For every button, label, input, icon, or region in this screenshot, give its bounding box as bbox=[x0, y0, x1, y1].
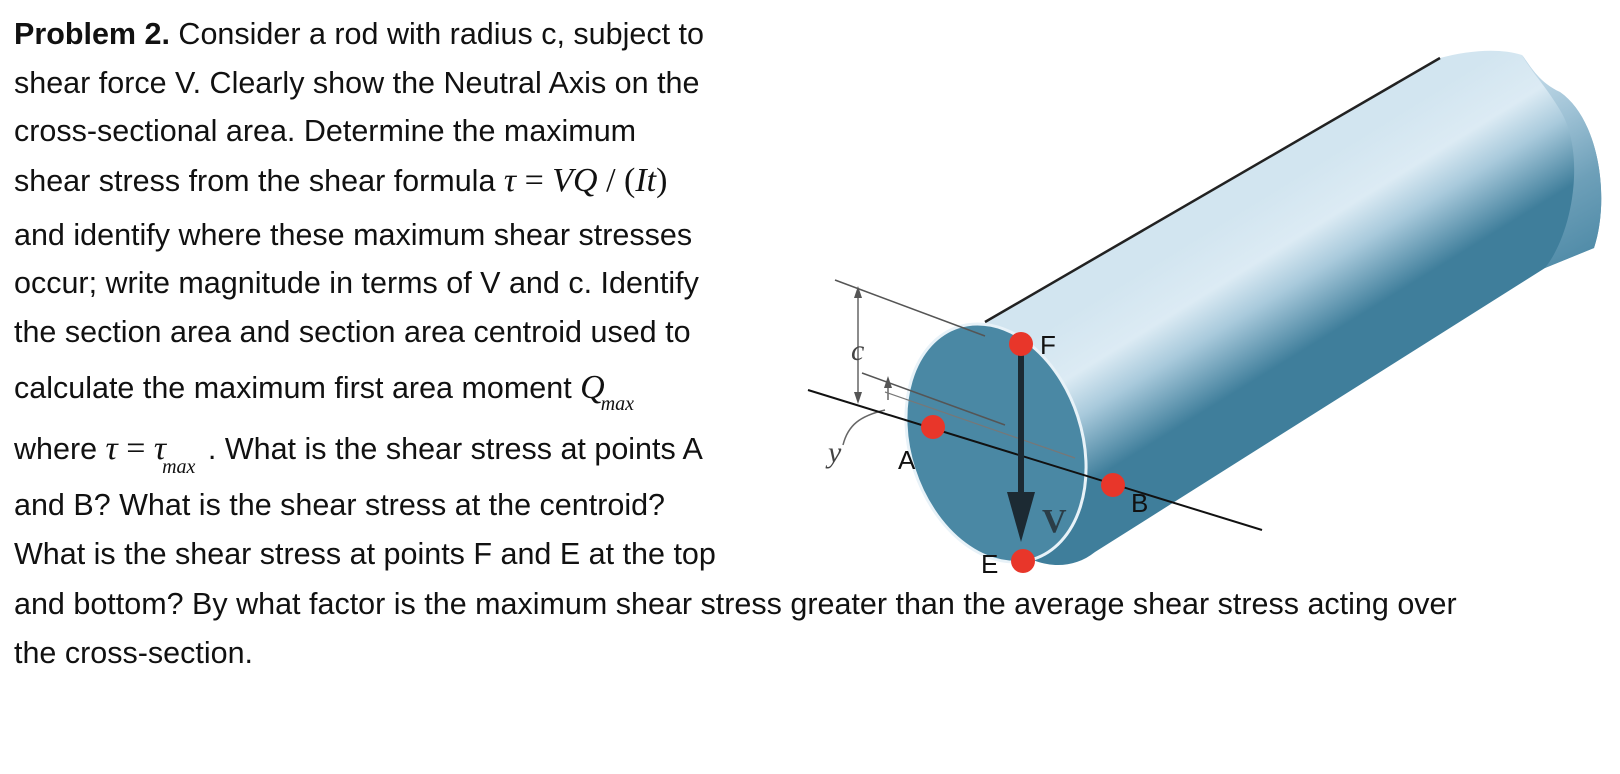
problem-line-1: Problem 2. Consider a rod with radius c,… bbox=[14, 19, 704, 50]
point-A bbox=[921, 415, 945, 439]
rod-top-edge bbox=[984, 56, 1441, 324]
formula-equals: = bbox=[516, 162, 553, 199]
qmax-sub: max bbox=[600, 393, 635, 415]
problem-line-9-rest: . What is the shear stress at points A bbox=[199, 432, 703, 466]
y-leader bbox=[842, 409, 886, 446]
tau-max-symbol: τ bbox=[153, 430, 167, 467]
rod-body bbox=[985, 50, 1602, 566]
problem-line-9-prefix: where bbox=[14, 432, 106, 466]
dim-line-center bbox=[861, 372, 1006, 426]
formula-paren-close: ) bbox=[656, 162, 668, 199]
point-F bbox=[1009, 332, 1033, 356]
point-E bbox=[1011, 549, 1035, 573]
label-F: F bbox=[1040, 330, 1056, 360]
formula-slash: / bbox=[597, 162, 625, 199]
point-B bbox=[1101, 473, 1125, 497]
dim-arrowhead-up bbox=[854, 286, 862, 298]
problem-line-4-text: shear stress from the shear formula bbox=[14, 164, 504, 198]
dim-line-lower bbox=[884, 391, 1076, 459]
formula-it: It bbox=[635, 162, 657, 199]
label-E: E bbox=[981, 549, 998, 579]
label-V: V bbox=[1042, 503, 1067, 540]
problem-line-8-text: calculate the maximum first area moment bbox=[14, 371, 581, 405]
problem-line-5: and identify where these maximum shear s… bbox=[14, 218, 693, 252]
label-B: B bbox=[1131, 488, 1148, 518]
qmax-q: Q bbox=[580, 369, 605, 406]
shear-force-arrowhead bbox=[1007, 492, 1035, 542]
problem-line-13: the cross-section. bbox=[14, 636, 254, 670]
problem-line-3: cross-sectional area. Determine the maxi… bbox=[14, 114, 637, 148]
formula-tau: τ bbox=[503, 162, 517, 199]
problem-line-8: calculate the maximum first area moment … bbox=[14, 369, 638, 415]
tau-equals: = bbox=[117, 430, 154, 467]
problem-line-2: shear force V. Clearly show the Neutral … bbox=[14, 66, 700, 100]
problem-line-4: shear stress from the shear formula τ = … bbox=[14, 164, 667, 198]
problem-line-11: What is the shear stress at points F and… bbox=[14, 537, 716, 571]
tau-max-sub: max bbox=[162, 456, 196, 478]
dim-line-top bbox=[834, 279, 986, 337]
tau-symbol: τ bbox=[105, 430, 118, 467]
problem-line-10: and B? What is the shear stress at the c… bbox=[14, 488, 666, 522]
formula-vq: VQ bbox=[552, 162, 598, 199]
problem-line-7: the section area and section area centro… bbox=[14, 315, 691, 349]
neutral-axis-line bbox=[807, 389, 1263, 531]
problem-line-1-text: Consider a rod with radius c, subject to bbox=[169, 17, 704, 51]
problem-line-9: where τ = τmax . What is the shear stres… bbox=[14, 430, 703, 478]
label-y: y bbox=[825, 436, 842, 469]
problem-heading: Problem 2. bbox=[14, 17, 170, 51]
rod-far-end bbox=[1522, 55, 1602, 268]
dim-arrowhead-y bbox=[884, 376, 892, 388]
formula-paren-open: ( bbox=[624, 162, 636, 199]
label-c: c bbox=[851, 334, 864, 367]
label-A: A bbox=[898, 445, 916, 475]
problem-line-12: and bottom? By what factor is the maximu… bbox=[14, 587, 1457, 621]
problem-line-6: occur; write magnitude in terms of V and… bbox=[14, 266, 699, 300]
dim-arrowhead-down bbox=[854, 392, 862, 404]
